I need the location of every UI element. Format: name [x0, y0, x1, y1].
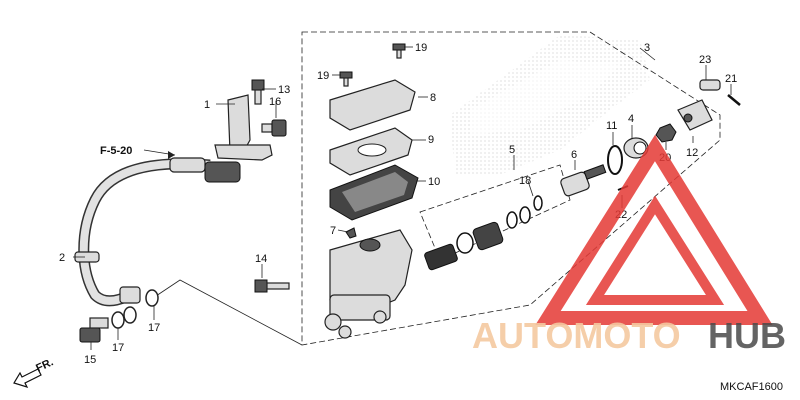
callout-18: 18: [519, 175, 531, 187]
reference-link[interactable]: F-5-20: [100, 145, 176, 159]
callout-2: 2: [59, 252, 65, 264]
diaphragm-plate-9: [329, 127, 413, 176]
callout-13: 13: [278, 84, 290, 96]
clutch-hose: [74, 157, 241, 307]
callout-15: 15: [84, 354, 96, 366]
cotter-pin-21: [727, 94, 741, 106]
callout-4: 4: [628, 113, 634, 125]
watermark: AUTOMOTO HUB: [472, 134, 786, 356]
bolt-14: [254, 279, 290, 293]
master-cylinder-body: [324, 229, 413, 339]
callout-1: 1: [204, 99, 210, 111]
callout-6: 6: [571, 149, 577, 161]
watermark-triangle-icon: [535, 134, 773, 325]
banjo-bolt-15: [79, 317, 109, 343]
callout-7: 7: [330, 225, 336, 237]
pushrod-6: [560, 164, 607, 197]
callout-10: 10: [428, 176, 440, 188]
callout-14: 14: [255, 253, 267, 265]
hose-bracket: [214, 94, 273, 161]
reference-label[interactable]: F-5-20: [100, 145, 132, 157]
snap-ring-18: [533, 195, 543, 211]
pin-23: [699, 79, 721, 91]
callout-21: 21: [725, 73, 737, 85]
clevis-12: [677, 99, 713, 131]
clip-7: [345, 227, 357, 239]
screw-19a: [392, 43, 406, 59]
screw-19b: [339, 71, 353, 87]
callout-11: 11: [606, 120, 617, 132]
diagram-code: MKCAF1600: [720, 381, 783, 393]
bolt-16: [261, 119, 287, 137]
callout-8: 8: [430, 92, 436, 104]
watermark-text-2: HUB: [708, 315, 786, 356]
sealing-washer-17b: [145, 289, 159, 307]
piston-kit-outline-box: [419, 164, 571, 261]
callout-23: 23: [699, 54, 711, 66]
callout-19a: 19: [415, 42, 427, 54]
callout-17b: 17: [148, 322, 160, 334]
piston-kit-5: [424, 206, 531, 271]
dust-boot-4: [623, 137, 649, 159]
watermark-text-1: AUTOMOTO: [472, 315, 681, 356]
arrow-icon: [168, 151, 175, 159]
sealing-washer-17a: [111, 306, 137, 329]
nut-20: [655, 123, 677, 143]
callout-3: 3: [644, 42, 650, 54]
callout-5: 5: [509, 144, 515, 156]
callout-19b: 19: [317, 70, 329, 82]
circlip-11: [607, 145, 623, 175]
callout-12: 12: [686, 147, 698, 159]
hose-leader-line: [149, 279, 303, 346]
bolt-13: [251, 79, 265, 105]
front-arrow-icon: [13, 368, 42, 388]
callout-16: 16: [269, 96, 281, 108]
reservoir-cap-8: [329, 79, 416, 131]
front-label: FR.: [34, 356, 55, 374]
diaphragm-10: [329, 164, 419, 221]
callout-17a: 17: [112, 342, 124, 354]
front-direction-indicator: FR.: [13, 356, 55, 388]
honda-wing-logo-faint: [450, 35, 650, 175]
callout-9: 9: [428, 134, 434, 146]
